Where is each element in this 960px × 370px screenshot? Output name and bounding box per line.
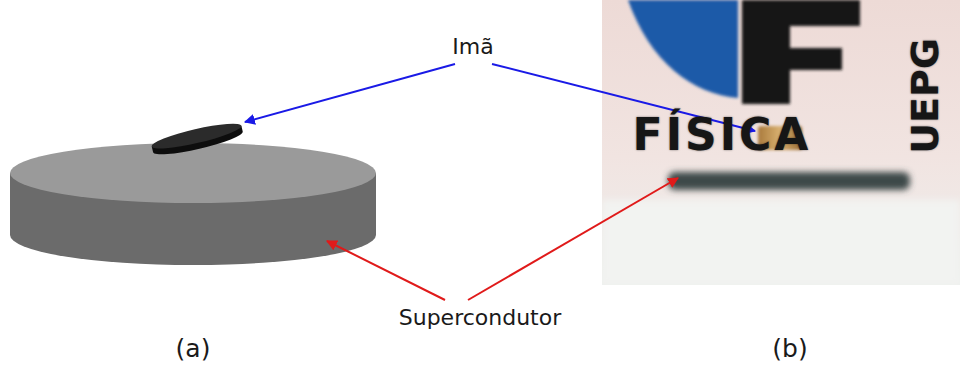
photo-table — [602, 200, 960, 285]
logo-letter-shape — [742, 0, 860, 104]
magnet-top — [150, 119, 243, 153]
panel-label: (a) — [176, 335, 211, 363]
leader-line — [245, 64, 455, 122]
photo-text: UEPG — [905, 38, 947, 154]
part-label: Supercondutor — [399, 306, 562, 330]
cylinder-top — [10, 143, 376, 203]
panel-label: (b) — [772, 335, 807, 363]
photo — [602, 0, 960, 285]
magnet-disk — [150, 119, 244, 159]
photo-text: FÍSICA — [633, 111, 812, 159]
part-label: Imã — [452, 35, 493, 59]
logo-crescent — [628, 0, 738, 98]
photo-superconductor — [668, 172, 910, 190]
photo-ground — [602, 0, 960, 285]
leader-line — [327, 241, 445, 300]
superconductor-cylinder — [10, 143, 376, 265]
leader-line — [468, 178, 678, 300]
